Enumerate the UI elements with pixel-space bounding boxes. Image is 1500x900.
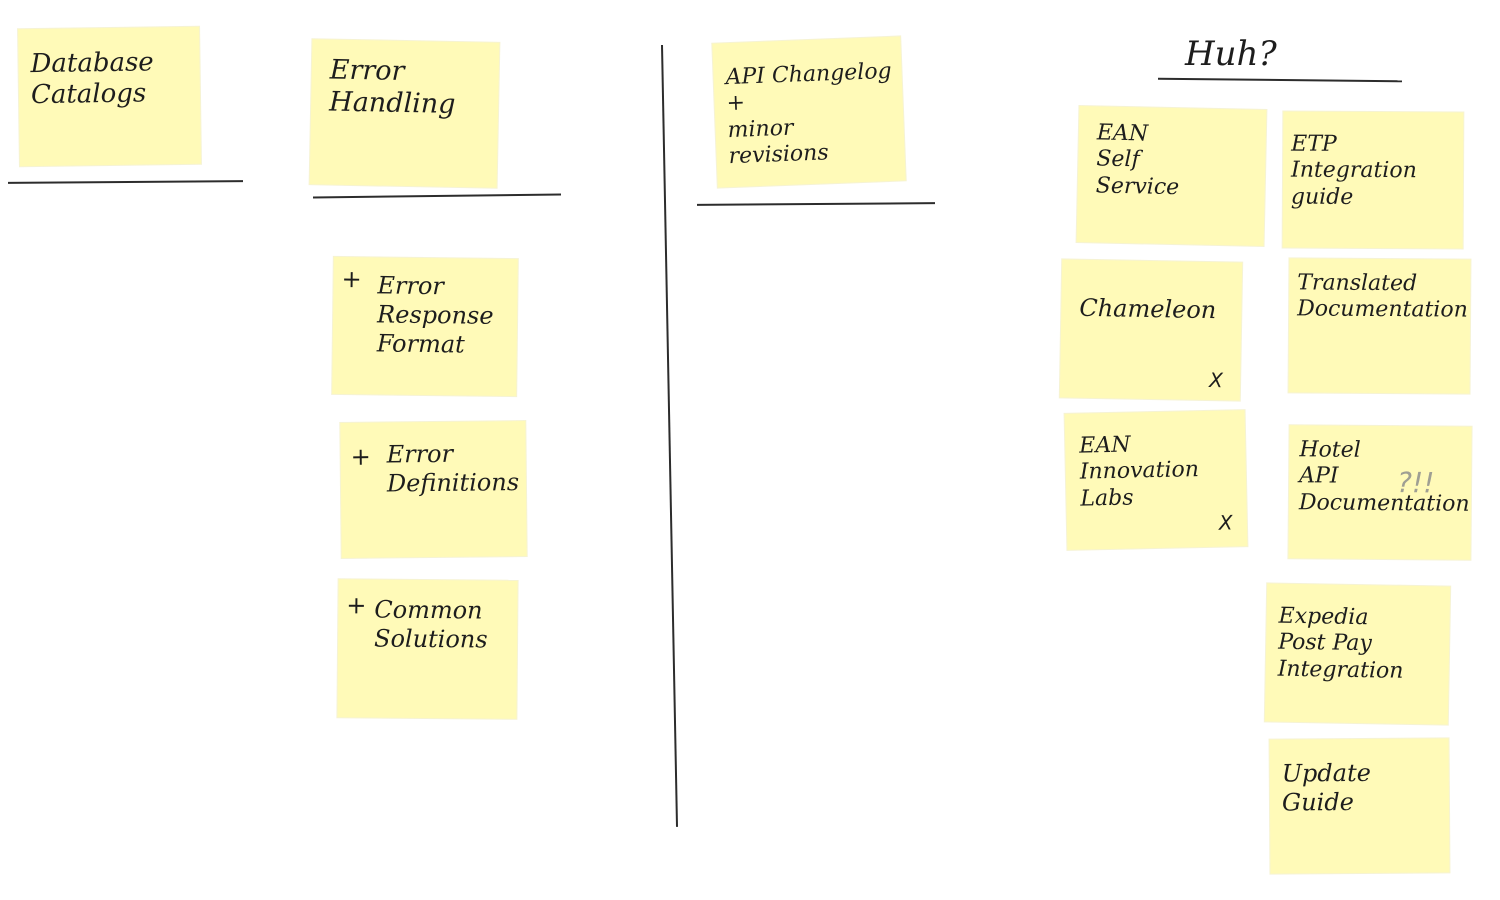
sticky-note-chameleon: Chameleon X: [1059, 259, 1243, 401]
note-text-expedia-post-pay-integration: Expedia Post Pay Integration: [1277, 603, 1404, 684]
plus-mark: +: [350, 442, 371, 471]
note-text-etp-integration-guide: ETP Integration guide: [1290, 131, 1417, 210]
divider-vertical-line: [661, 44, 679, 827]
sticky-note-hotel-api-documentation: Hotel API Documentation ?!!: [1288, 425, 1472, 560]
note-text-common-solutions: Common Solutions: [373, 595, 488, 654]
huh-title: Huh?: [1185, 34, 1277, 74]
note-text-api-changelog: API Changelog + minor revisions: [725, 58, 893, 170]
note-text-error-definitions: Error Definitions: [386, 439, 520, 498]
divider-database-underline: [7, 180, 244, 184]
sticky-note-etp-integration-guide: ETP Integration guide: [1282, 111, 1464, 249]
note-text-ean-innovation-labs: EAN Innovation Labs: [1079, 432, 1200, 512]
note-text-translated-documentation: Translated Documentation: [1297, 270, 1468, 324]
sticky-note-error-handling: Error Handling: [309, 39, 500, 188]
sticky-note-database-catalogs: Database Catalogs: [18, 26, 201, 167]
x-mark: X: [1208, 368, 1224, 393]
plus-mark: +: [346, 591, 367, 620]
sticky-note-error-response-format: + Error Response Format: [332, 256, 518, 397]
x-mark: X: [1218, 510, 1233, 535]
note-text-hotel-api-documentation: Hotel API Documentation: [1298, 437, 1470, 517]
divider-api-underline: [696, 202, 936, 206]
note-text-database-catalogs: Database Catalogs: [30, 47, 154, 111]
sticky-note-ean-self-service: EAN Self Service: [1076, 106, 1267, 246]
sticky-note-api-changelog: API Changelog + minor revisions: [712, 36, 906, 188]
sticky-note-translated-documentation: Translated Documentation: [1288, 258, 1471, 394]
sticky-note-ean-innovation-labs: EAN Innovation Labs X: [1064, 410, 1248, 550]
note-text-update-guide: Update Guide: [1281, 758, 1371, 817]
note-text-error-response-format: Error Response Format: [376, 271, 494, 359]
sticky-note-common-solutions: + Common Solutions: [337, 579, 518, 719]
plus-mark: +: [341, 264, 362, 294]
divider-error-underline: [312, 193, 562, 199]
note-text-chameleon: Chameleon: [1079, 293, 1217, 325]
note-text-ean-self-service: EAN Self Service: [1095, 120, 1180, 200]
sticky-note-update-guide: Update Guide: [1269, 738, 1450, 874]
question-exclamation-mark: ?!!: [1396, 466, 1435, 500]
sticky-note-error-definitions: + Error Definitions: [340, 421, 527, 558]
divider-huh-underline: [1157, 77, 1403, 83]
note-text-error-handling: Error Handling: [328, 54, 456, 121]
sticky-note-expedia-post-pay-integration: Expedia Post Pay Integration: [1264, 583, 1451, 725]
